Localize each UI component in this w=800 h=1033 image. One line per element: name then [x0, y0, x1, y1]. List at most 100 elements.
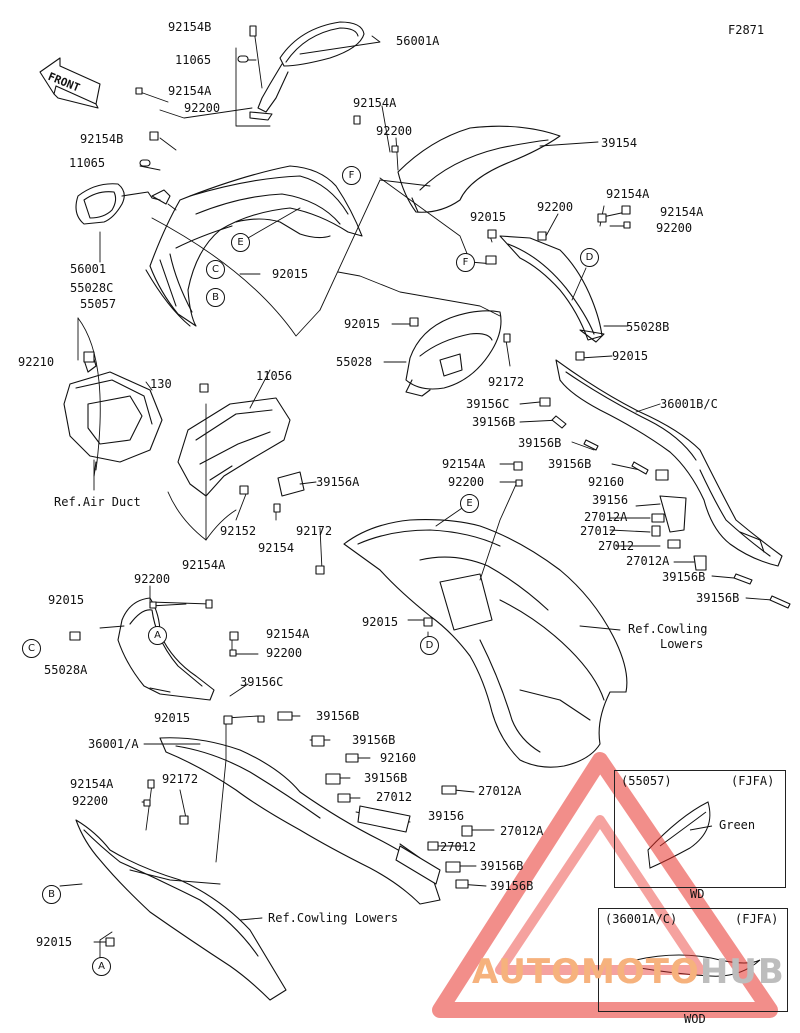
callout-a-1: A [148, 626, 167, 645]
label-39156B-5: 39156B [696, 591, 740, 605]
label-130: 130 [150, 377, 172, 391]
inner-cover-55028a-shape [117, 597, 215, 701]
label-27012A-2: 27012A [626, 554, 670, 568]
side-fairing-right-shape [555, 359, 783, 567]
label-92015-8: 92015 [36, 935, 73, 949]
label-92200-5: 92200 [448, 475, 485, 489]
callout-f-2: F [456, 253, 475, 272]
label-27012-4: 27012 [440, 840, 477, 854]
label-27012-3: 27012 [376, 790, 413, 804]
callout-b-2: B [42, 885, 61, 904]
callout-a-2: A [92, 957, 111, 976]
label-55028A: 55028A [44, 663, 88, 677]
label-27012-1: 27012 [580, 524, 617, 538]
label-92015-6: 92015 [362, 615, 399, 629]
label-92152: 92152 [220, 524, 257, 538]
label-39156B-2: 39156B [518, 436, 562, 450]
label-27012A-1: 27012A [584, 510, 628, 524]
front-arrow-icon [39, 57, 101, 109]
label-39156-1: 39156 [592, 493, 629, 507]
callout-c-1: C [206, 260, 225, 279]
label-92200-4: 92200 [656, 221, 693, 235]
label-92200-1: 92200 [184, 101, 221, 115]
inset1-code: (FJFA) [731, 774, 775, 788]
label-27012A-4: 27012A [500, 824, 544, 838]
bracket-11056-shape [177, 397, 291, 497]
inset2-part: (36001A/C) [605, 912, 678, 926]
label-39156C-2: 39156C [240, 675, 284, 689]
label-39156C-1: 39156C [466, 397, 510, 411]
lower-cowl-shape [75, 819, 287, 1001]
label-92160-1: 92160 [588, 475, 625, 489]
label-92154A-8: 92154A [70, 777, 114, 791]
label-39156B-4: 39156B [662, 570, 706, 584]
sticker-39156a-shape [277, 471, 305, 497]
watermark-text: AUTOMOTOHUB [472, 952, 785, 992]
inset-panel-wod: (36001A/C) (FJFA) [598, 908, 788, 1012]
label-39156B-1: 39156B [472, 415, 516, 429]
air-duct-bracket-shape [63, 351, 163, 477]
label-92154A-2: 92154A [353, 96, 397, 110]
label-92154A-6: 92154A [182, 558, 226, 572]
label-39156B-8: 39156B [364, 771, 408, 785]
label-39154: 39154 [601, 136, 638, 150]
upper-cowling-shape [145, 165, 363, 327]
inner-cover-55028-shape [405, 310, 502, 397]
callout-e-2: E [460, 494, 479, 513]
label-39156-2: 39156 [428, 809, 465, 823]
ref-cowling-lowers-line1: Ref.Cowling [628, 622, 708, 636]
label-55028B: 55028B [626, 320, 670, 334]
label-92200-6: 92200 [134, 572, 171, 586]
label-92172-1: 92172 [488, 375, 525, 389]
watermark-part1: AUTOMOTO [472, 952, 700, 992]
label-39156B-7: 39156B [352, 733, 396, 747]
label-92015-4: 92015 [612, 349, 649, 363]
ref-cowling-lowers-line2: Lowers [660, 637, 704, 651]
label-92015-1: 92015 [272, 267, 309, 281]
center-fairing-shape [343, 519, 628, 768]
callout-e-1: E [231, 233, 250, 252]
hardware-bits [69, 25, 791, 947]
inset1-caption: WD [690, 887, 705, 901]
inset1-part: (55057) [621, 774, 672, 788]
label-92200-3: 92200 [537, 200, 574, 214]
mirror-upper-shape [249, 21, 365, 121]
figure-code: F2871 [728, 23, 765, 37]
label-39156B-9: 39156B [480, 859, 524, 873]
label-56001: 56001 [70, 262, 107, 276]
label-92154A-3: 92154A [606, 187, 650, 201]
label-92154B-2: 92154B [80, 132, 124, 146]
label-36001BC: 36001B/C [660, 397, 718, 411]
label-92154A-4: 92154A [660, 205, 704, 219]
inner-cover-55028b-shape [499, 235, 605, 343]
label-92015-3: 92015 [344, 317, 381, 331]
callout-c-2: C [22, 639, 41, 658]
label-92015-5: 92015 [48, 593, 85, 607]
callout-f-1: F [342, 166, 361, 185]
label-92200-8: 92200 [72, 794, 109, 808]
label-92154: 92154 [258, 541, 295, 555]
label-39156B-6: 39156B [316, 709, 360, 723]
inset2-caption: WOD [684, 1012, 706, 1026]
label-92015-7: 92015 [154, 711, 191, 725]
label-56001A: 56001A [396, 34, 440, 48]
inset-panel-wd: (55057) (FJFA) Green [614, 770, 786, 888]
label-55028C: 55028C [70, 281, 114, 295]
label-92154B-top: 92154B [168, 20, 212, 34]
label-55028: 55028 [336, 355, 373, 369]
watermark-logo-icon [432, 752, 778, 1018]
inset1-note: Green [719, 818, 756, 832]
ref-cowling-lowers-label-2: Ref.Cowling Lowers [268, 911, 399, 925]
label-27012A-3: 27012A [478, 784, 522, 798]
label-92200-7: 92200 [266, 646, 303, 660]
label-92154A-5: 92154A [442, 457, 486, 471]
label-92154A-7: 92154A [266, 627, 310, 641]
label-55057: 55057 [80, 297, 117, 311]
label-11056: 11056 [256, 369, 293, 383]
label-92154A-1: 92154A [168, 84, 212, 98]
callout-b-1: B [206, 288, 225, 307]
mirror-lower-shape [75, 183, 171, 225]
label-27012-2: 27012 [598, 539, 635, 553]
callout-d-2: D [420, 636, 439, 655]
label-39156A: 39156A [316, 475, 360, 489]
